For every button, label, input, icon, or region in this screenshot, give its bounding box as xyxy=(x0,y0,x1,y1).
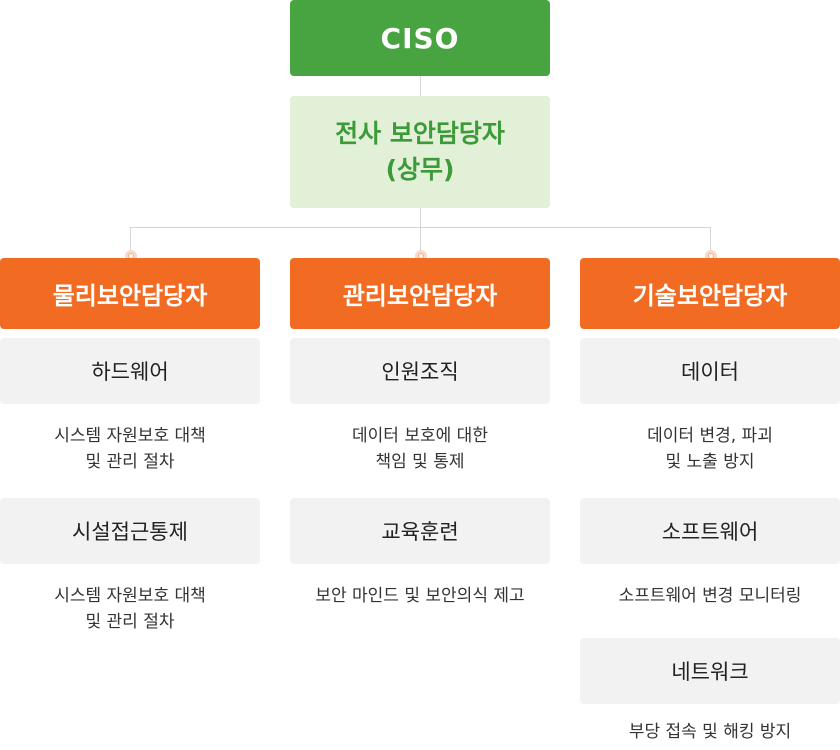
item-network: 네트워크 xyxy=(580,638,840,704)
item-network-description: 부당 접속 및 해킹 방지 xyxy=(628,722,792,742)
item-facility-access: 시설접근통제 xyxy=(0,498,260,564)
connector-dept-3 xyxy=(710,227,711,258)
item-facility-access-description: 시스템 자원보호 대책 및 관리 절차 xyxy=(54,586,206,632)
executive-title: 전사 보안담당자 xyxy=(335,118,505,148)
department-technical: 기술보안담당자 xyxy=(580,258,840,329)
connector-executive-down xyxy=(420,208,421,228)
item-training-description: 보안 마인드 및 보안의식 제고 xyxy=(315,586,525,606)
item-hardware: 하드웨어 xyxy=(0,338,260,404)
item-software-description: 소프트웨어 변경 모니터링 xyxy=(618,586,802,606)
connector-dept-1 xyxy=(130,227,131,258)
department-physical: 물리보안담당자 xyxy=(0,258,260,329)
connector-dept-2 xyxy=(420,227,421,258)
item-personnel: 인원조직 xyxy=(290,338,550,404)
connector-ciso-executive xyxy=(420,76,421,96)
item-personnel-description: 데이터 보호에 대한 책임 및 통제 xyxy=(352,426,488,472)
item-training: 교육훈련 xyxy=(290,498,550,564)
ciso-node: CISO xyxy=(290,0,550,76)
department-administrative: 관리보안담당자 xyxy=(290,258,550,329)
item-software: 소프트웨어 xyxy=(580,498,840,564)
executive-node: 전사 보안담당자 (상무) xyxy=(290,96,550,208)
item-hardware-description: 시스템 자원보호 대책 및 관리 절차 xyxy=(54,426,206,472)
executive-subtitle: (상무) xyxy=(385,155,455,184)
item-data: 데이터 xyxy=(580,338,840,404)
item-data-description: 데이터 변경, 파괴 및 노출 방지 xyxy=(647,426,773,472)
